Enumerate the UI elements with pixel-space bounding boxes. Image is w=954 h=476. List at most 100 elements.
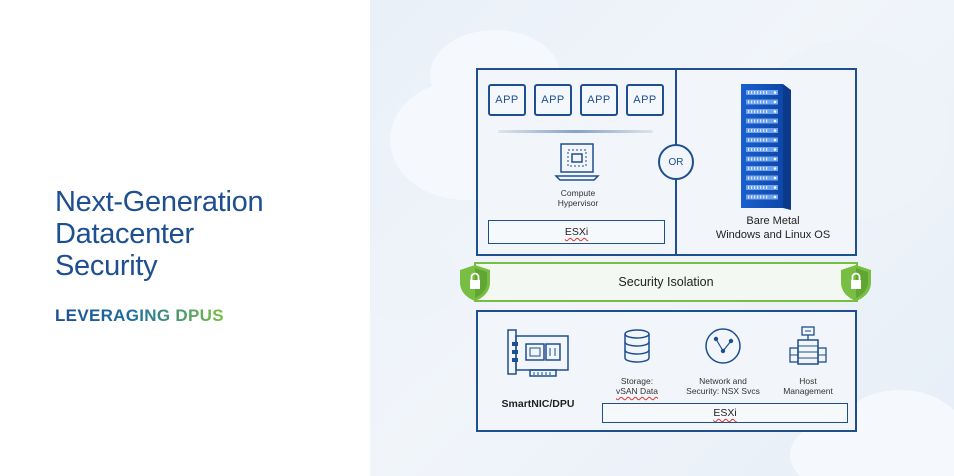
server-vent [760, 195, 762, 199]
lock-icon [460, 265, 490, 301]
server-vent [766, 186, 768, 189]
title-line-2: Datacenter [55, 218, 194, 250]
server-slot [746, 118, 778, 124]
server-slot [746, 185, 778, 190]
server-vent [760, 100, 762, 104]
host-management-label-line: Host [799, 376, 817, 386]
network-label-line: Network and [699, 376, 747, 386]
server-vent [757, 167, 759, 170]
server-slot [746, 128, 778, 133]
server-led [773, 167, 777, 170]
server-vent [766, 176, 768, 180]
server-slot [746, 109, 778, 114]
server-led [773, 195, 777, 199]
server-slot [746, 147, 778, 152]
server-vent [763, 91, 765, 94]
app-label: APP [541, 94, 565, 106]
server-vent [760, 110, 762, 113]
server-vent [748, 195, 750, 199]
server-vent [763, 148, 765, 151]
bare-metal-label-line: Bare Metal [746, 215, 800, 227]
server-vent [748, 186, 750, 189]
host-container: APP APP APP APP Compute Hypervisor ESXi … [476, 68, 857, 256]
hypervisor-laptop-icon [554, 143, 600, 181]
server-vent [763, 100, 765, 104]
server-vent [754, 195, 756, 199]
hypervisor-label: Compute Hypervisor [528, 188, 628, 208]
network-icon [705, 328, 741, 364]
server-vent [760, 157, 762, 161]
security-isolation-label: Security Isolation [618, 275, 714, 289]
server-vent [748, 110, 750, 113]
server-vent [754, 100, 756, 104]
server-vent [754, 176, 756, 180]
server-vent [757, 100, 759, 104]
server-vent [751, 91, 753, 94]
server-vent [748, 129, 750, 132]
server-vent [760, 167, 762, 170]
server-slot [746, 90, 778, 95]
dpu-container: SmartNIC/DPU Storage: vSAN Data Network … [476, 310, 857, 432]
esxi-label: ESXi [564, 226, 589, 238]
server-vent [760, 176, 762, 180]
server-vent [754, 157, 756, 161]
app-box: APP [488, 84, 526, 116]
server-vent [751, 148, 753, 151]
server-vent [757, 138, 759, 142]
server-vent [748, 91, 750, 94]
server-vent [748, 138, 750, 142]
host-management-label-line: Management [783, 386, 833, 396]
smartnic-icon [507, 329, 569, 377]
server-vent [766, 100, 768, 104]
server-vent [763, 110, 765, 113]
cloud-decoration [370, 240, 460, 320]
server-vent [766, 195, 768, 199]
server-vent [757, 157, 759, 161]
server-led [773, 148, 777, 151]
server-vent [760, 148, 762, 151]
server-vent [766, 157, 768, 161]
server-vent [748, 157, 750, 161]
hypervisor-label-line: Compute [560, 188, 596, 198]
server-vent [763, 129, 765, 132]
or-badge: OR [658, 144, 694, 180]
server-vent [754, 129, 756, 132]
server-vent [751, 138, 753, 142]
esxi-box-bottom: ESXi [602, 403, 848, 423]
server-vent [751, 157, 753, 161]
page-title: Next-Generation Datacenter Security [55, 186, 264, 282]
lock-icon [841, 265, 871, 301]
hypervisor-label-line: Hypervisor [557, 198, 599, 208]
server-vent [763, 167, 765, 170]
server-vent [757, 110, 759, 113]
app-label: APP [633, 94, 657, 106]
server-vent [757, 176, 759, 180]
server-vent [763, 186, 765, 189]
server-led [773, 91, 777, 94]
server-vent [757, 195, 759, 199]
server-vent [763, 195, 765, 199]
server-slot [746, 175, 778, 181]
server-slot [746, 137, 778, 143]
server-vent [748, 176, 750, 180]
server-vent [766, 148, 768, 151]
server-vent [748, 100, 750, 104]
server-led [773, 119, 777, 123]
server-vent [751, 129, 753, 132]
server-vent [751, 176, 753, 180]
server-vent [754, 138, 756, 142]
app-box: APP [534, 84, 572, 116]
server-led [773, 186, 777, 189]
storage-icon [624, 329, 650, 363]
server-vent [754, 110, 756, 113]
server-slot [746, 156, 778, 162]
left-panel: Next-Generation Datacenter Security LEVE… [0, 0, 370, 476]
server-vent [751, 186, 753, 189]
subtitle-text: LEVERAGING DPUS [55, 306, 224, 325]
host-management-icon [789, 326, 827, 365]
app-label: APP [587, 94, 611, 106]
server-vent [760, 138, 762, 142]
server-vent [748, 148, 750, 151]
server-slot [746, 99, 778, 105]
app-label: APP [495, 94, 519, 106]
